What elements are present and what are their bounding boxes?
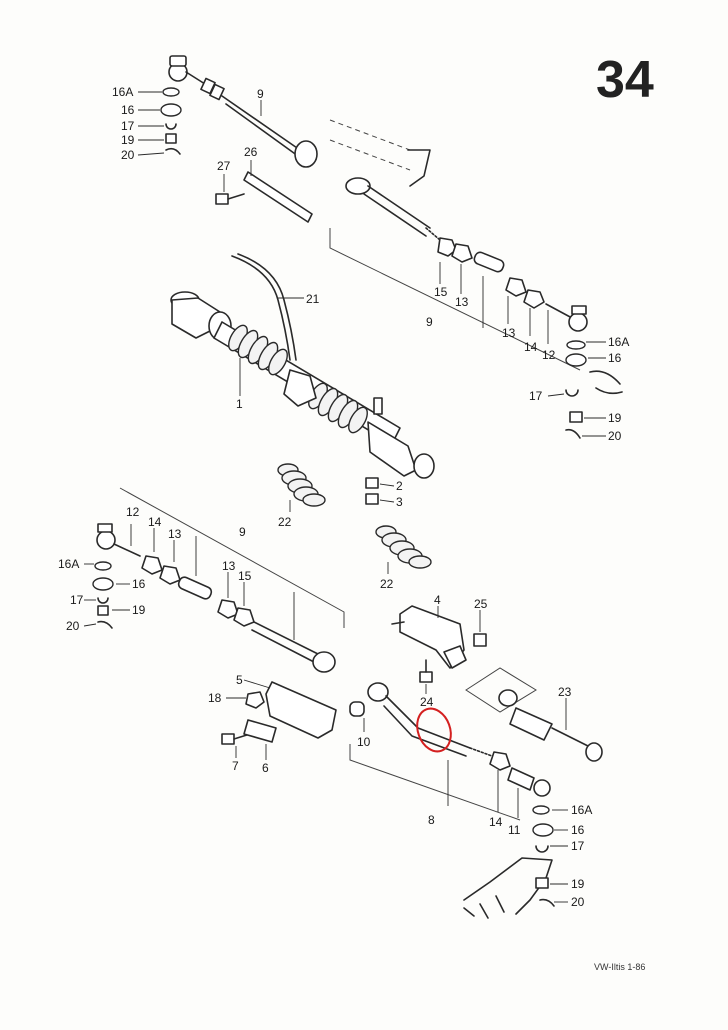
label-4: 4 [434,593,441,607]
label-17-lower: 17 [571,839,585,853]
label-8: 8 [428,813,435,827]
label-17-upper-right: 17 [529,389,543,403]
bracket-4: 4 25 [391,593,488,669]
label-15: 15 [434,285,448,299]
label-13-b: 13 [502,326,516,340]
label-16A: 16A [112,85,133,99]
callouts-upper-left: 16A 16 17 19 20 9 [112,85,264,162]
label-19: 19 [121,133,135,147]
label-17: 17 [121,119,135,133]
label-9: 9 [257,87,264,101]
label-14: 14 [524,340,538,354]
label-9-mid: 9 [239,525,246,539]
tie-rod-upper-right [329,119,623,439]
label-26: 26 [244,145,258,159]
tie-rod-mid-left [92,487,345,673]
label-16A-lower: 16A [571,803,592,817]
boot-22-upper: 22 [277,463,326,529]
label-20-upper-right: 20 [608,429,622,443]
label-12-mid: 12 [126,505,140,519]
label-13-a: 13 [455,295,469,309]
label-1: 1 [236,397,243,411]
label-6: 6 [262,761,269,775]
rack-bellows-left [228,324,288,376]
label-25: 25 [474,597,488,611]
page-number: 34 [596,51,654,109]
label-16A-upper-right: 16A [608,335,629,349]
label-14-lower: 14 [489,815,503,829]
label-14-mid: 14 [148,515,162,529]
label-22-upper: 22 [278,515,292,529]
label-15-mid: 15 [238,569,252,583]
tie-rod-8 [349,682,555,919]
nuts-2-3: 2 3 [365,477,403,509]
label-11: 11 [508,823,521,837]
plate-5-and-nut-18: 5 18 24 [208,659,434,739]
label-18: 18 [208,691,222,705]
label-19-upper-right: 19 [608,411,622,425]
label-9-upper-right: 9 [426,315,433,329]
highlight-circle [416,707,452,753]
label-16: 16 [121,103,135,117]
label-24: 24 [420,695,434,709]
footer-text: VW-Iltis 1-86 [594,962,645,972]
label-17-mid: 17 [70,593,84,607]
bolt-7-strip-6: 7 6 [221,719,277,775]
label-20-mid: 20 [66,619,80,633]
callouts-upper-right: 15 13 13 14 12 9 16A 16 17 19 20 [426,262,629,443]
label-12: 12 [542,348,556,362]
label-22-lower: 22 [380,577,394,591]
label-3: 3 [396,495,403,509]
rack-bellows-right [308,382,368,434]
callouts-rack: 21 1 [236,292,320,411]
callouts-mid-left: 12 14 13 9 13 15 16A 16 17 19 20 [58,505,295,640]
label-19-lower: 19 [571,877,585,891]
label-27: 27 [217,159,231,173]
label-5: 5 [236,673,243,687]
tie-rod-upper-left [160,55,318,168]
label-16A-mid: 16A [58,557,79,571]
label-10: 10 [357,735,371,749]
boot-22-lower: 22 [375,525,432,591]
label-21: 21 [306,292,320,306]
label-16-upper-right: 16 [608,351,622,365]
label-7: 7 [232,759,239,773]
label-16-mid: 16 [132,577,146,591]
bolt-27-and-strap-26: 27 26 [215,145,313,223]
label-16-lower: 16 [571,823,585,837]
label-13-mid-b: 13 [222,559,236,573]
callouts-lower-right: 10 8 14 11 16A 16 17 19 20 [357,718,592,909]
label-20: 20 [121,148,135,162]
steering-rack-housing [170,253,435,479]
label-20-lower: 20 [571,895,585,909]
steering-damper-23: 23 [465,667,603,762]
label-13-mid-a: 13 [168,527,182,541]
label-19-mid: 19 [132,603,146,617]
label-23: 23 [558,685,572,699]
label-2: 2 [396,479,403,493]
